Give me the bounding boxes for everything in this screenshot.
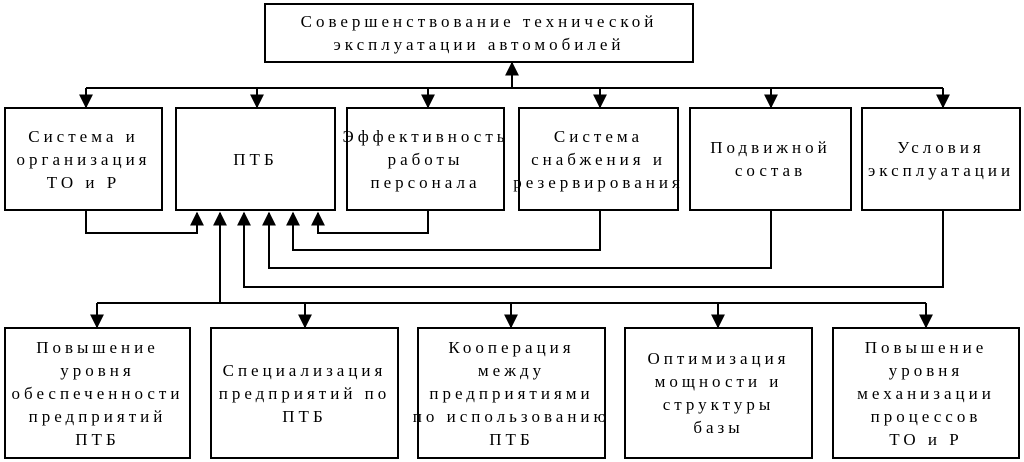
box-usloviya: Условия эксплуатации	[861, 107, 1021, 211]
box-line: ПТБ	[233, 149, 278, 169]
box-line: Специализация	[222, 360, 387, 380]
box-line: Повышение	[864, 337, 988, 357]
box-line: предприятий по	[218, 383, 391, 403]
box-line: Система и	[28, 126, 139, 146]
goal-line-1: Совершенствование технической	[300, 12, 658, 31]
link-effektivnost-to-ptb	[311, 211, 429, 234]
box-line: ПТБ	[282, 406, 327, 426]
link-podvizhnoy-to-ptb	[262, 211, 772, 269]
link-sistema-to-ptb	[85, 211, 204, 234]
box-line: уровня	[60, 360, 135, 380]
box-line: состав	[734, 161, 807, 180]
box-podvizhnoy-sostav: Подвижной состав	[689, 107, 852, 211]
box-povyshenie-obespechennosti: Повышение уровня обеспеченности предприя…	[4, 327, 191, 459]
box-snabzhenie: Система снабжения и резервирования	[513, 107, 680, 211]
box-povyshenie-mekhanizatsii: Повышение уровня механизации процессов Т…	[832, 327, 1020, 459]
box-line: ТО и Р	[889, 429, 963, 449]
box-line: Повышение	[36, 337, 159, 357]
box-line: ПТБ	[489, 429, 534, 449]
box-line: уровня	[888, 360, 964, 380]
box-line: механизации	[857, 383, 995, 403]
box-line: ТО и Р	[46, 172, 121, 192]
box-line: по использованию	[412, 406, 611, 426]
box-line: базы	[693, 418, 744, 437]
link-snabzhenie-to-ptb	[286, 211, 601, 251]
box-line: процессов	[870, 406, 982, 426]
box-sistema-organizatsiya: Система и организация ТО и Р	[4, 107, 163, 211]
box-line: ПТБ	[75, 429, 120, 449]
box-line: Кооперация	[448, 337, 575, 357]
box-line: Подвижной	[710, 138, 831, 157]
goal-box: Совершенствование технической эксплуатац…	[264, 3, 694, 63]
box-line: предприятиями	[429, 383, 594, 403]
box-line: работы	[387, 149, 464, 169]
box-line: Эффективность	[342, 126, 509, 146]
box-line: эксплуатации	[867, 161, 1015, 180]
box-line: снабжения и	[531, 149, 666, 169]
goal-line-2: эксплуатации автомобилей	[333, 35, 625, 54]
box-line: персонала	[370, 172, 481, 192]
box-line: мощности и	[654, 372, 783, 391]
box-effektivnost: Эффективность работы персонала	[342, 107, 505, 211]
box-spetsializatsiya: Специализация предприятий по ПТБ	[210, 327, 399, 459]
box-ptb: ПТБ	[175, 107, 336, 211]
box-optimizatsiya: Оптимизация мощности и структуры базы	[624, 327, 813, 459]
box-line: обеспеченности	[11, 383, 184, 403]
box-line: Оптимизация	[647, 349, 790, 368]
box-line: Условия	[897, 138, 985, 157]
box-line: организация	[16, 149, 151, 169]
box-line: резервирования	[513, 172, 684, 192]
box-line: Система	[553, 126, 644, 146]
box-line: между	[477, 360, 546, 380]
box-kooperatsiya: Кооперация между предприятиями по исполь…	[413, 327, 606, 459]
link-usloviya-to-ptb	[237, 211, 944, 288]
box-line: структуры	[662, 395, 775, 414]
box-line: предприятий	[28, 406, 167, 426]
